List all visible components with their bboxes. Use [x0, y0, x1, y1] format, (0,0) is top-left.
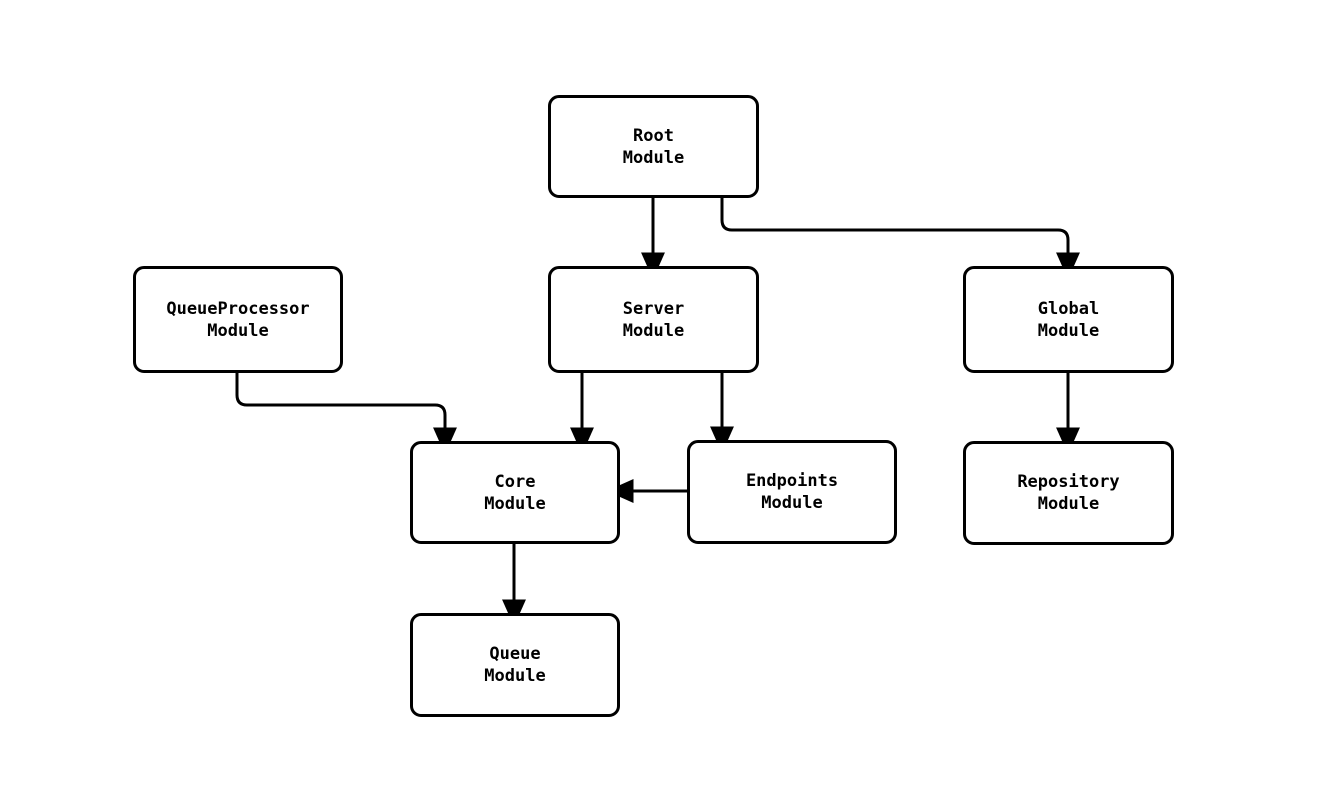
node-repository-label: Repository Module — [1017, 472, 1120, 514]
node-core[interactable]: Core Module — [410, 441, 620, 544]
node-root[interactable]: Root Module — [548, 95, 759, 198]
node-endpoints-label: Endpoints Module — [745, 471, 839, 513]
node-server[interactable]: Server Module — [548, 266, 759, 373]
edge-queueprocessor-core — [235, 373, 457, 455]
node-core-label: Core Module — [484, 471, 546, 514]
node-server-label: Server Module — [622, 298, 685, 341]
node-global[interactable]: Global Module — [963, 266, 1174, 373]
node-queueprocessor[interactable]: QueueProcessor Module — [133, 266, 343, 373]
node-endpoints[interactable]: Endpoints Module — [687, 440, 897, 544]
edge-root-global — [720, 198, 1080, 280]
node-queue[interactable]: Queue Module — [410, 613, 620, 717]
node-repository[interactable]: Repository Module — [963, 441, 1174, 545]
edges-group — [235, 198, 1080, 627]
node-queueprocessor-label: QueueProcessor Module — [166, 298, 310, 341]
node-global-label: Global Module — [1037, 298, 1100, 341]
node-root-label: Root Module — [622, 125, 685, 168]
node-queue-label: Queue Module — [484, 644, 546, 686]
